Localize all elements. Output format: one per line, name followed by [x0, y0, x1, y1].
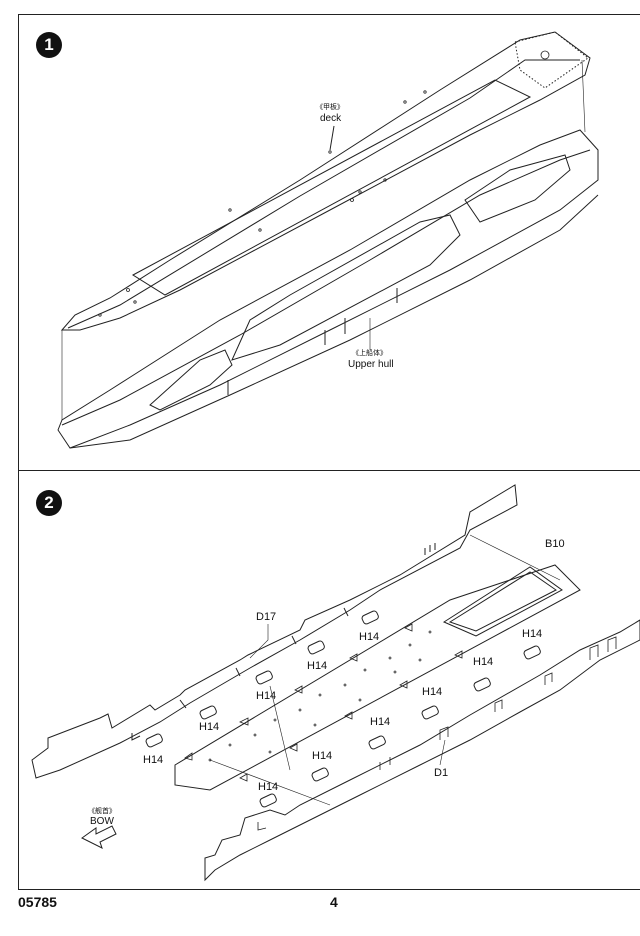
part-label-b10: B10	[545, 538, 565, 550]
part-label-h14: H14	[258, 781, 279, 793]
part-label-d1: D1	[434, 767, 449, 779]
part-label-h14: H14	[199, 721, 220, 733]
bow-arrow-icon	[81, 825, 117, 849]
product-code: 05785	[18, 894, 57, 910]
page-number: 4	[330, 894, 338, 910]
part-label-h14: H14	[422, 686, 443, 698]
step-1-badge: 1	[36, 32, 62, 58]
part-label-h14: H14	[522, 628, 543, 640]
bow-label: BOW	[90, 816, 114, 827]
deck-label: deck	[320, 113, 342, 124]
part-label-h14: H14	[256, 690, 277, 702]
part-label-h14: H14	[312, 750, 333, 762]
part-label-h14: H14	[359, 631, 380, 643]
part-label-h14: H14	[370, 716, 391, 728]
bow-label-cn: 《舰首》	[88, 808, 116, 815]
deck-label-cn: 《甲板》	[316, 104, 344, 111]
step-2-badge: 2	[36, 490, 62, 516]
step-divider	[18, 470, 640, 471]
page-frame	[18, 14, 640, 890]
part-label-h14: H14	[473, 656, 494, 668]
part-label-h14: H14	[143, 754, 164, 766]
part-label-h14: H14	[307, 660, 328, 672]
upper-hull-label-cn: 《上船体》	[352, 350, 387, 357]
part-label-d17: D17	[256, 611, 277, 623]
upper-hull-label: Upper hull	[348, 359, 394, 370]
